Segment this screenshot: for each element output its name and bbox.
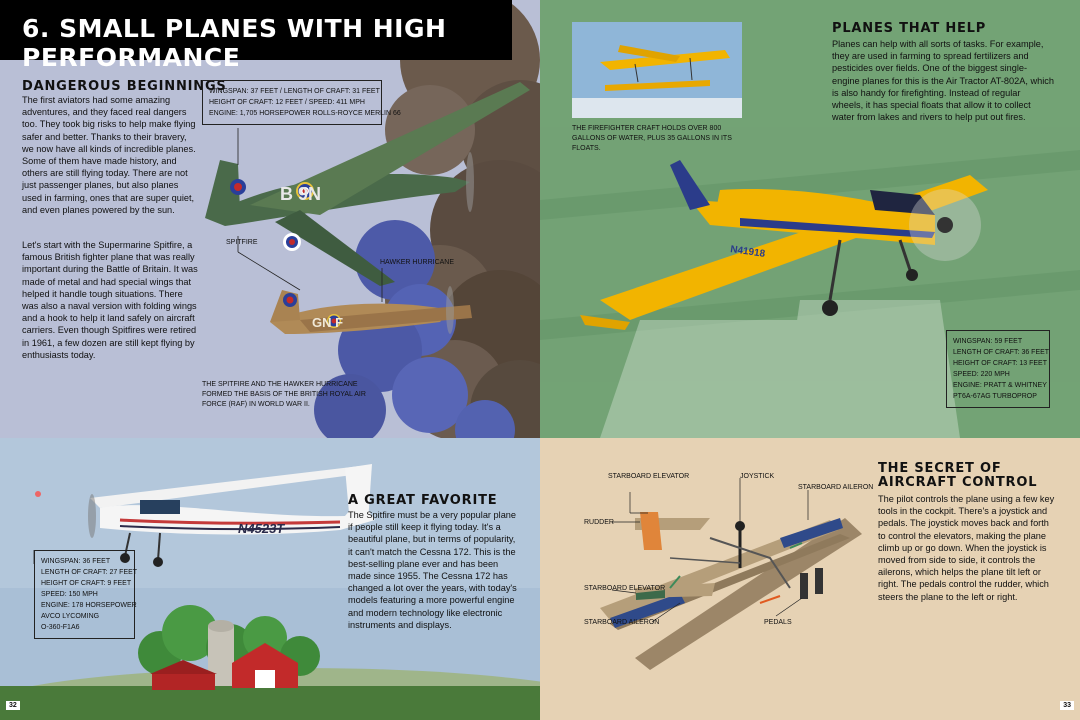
- spitfire-label: SPITFIRE: [226, 239, 258, 246]
- spec-line: HEIGHT OF CRAFT: 13 FEET: [953, 360, 1047, 367]
- firefighter-photo: [572, 22, 742, 118]
- page-number-left: 32: [6, 701, 20, 710]
- helper-body: Planes can help with all sorts of tasks.…: [832, 39, 1054, 123]
- hurricane-label: HAWKER HURRICANE: [380, 259, 455, 266]
- airtractor-plane: N41918: [580, 160, 988, 330]
- starboard-aileron-top-label: STARBOARD AILERON: [798, 484, 874, 491]
- cessna-spec-box: WINGSPAN: 36 FEET LENGTH OF CRAFT: 27 FE…: [34, 550, 138, 639]
- control-heading-line1: THE SECRET OF: [878, 461, 1002, 476]
- spitfire-section: B 9N GN F 6. SMALL PLANES WITH HIGH PERF…: [0, 0, 540, 438]
- cessna-plane: N4523T: [35, 464, 375, 567]
- spec-line: WINGSPAN: 36 FEET: [41, 558, 111, 565]
- control-body: The pilot controls the plane using a few…: [878, 494, 1055, 602]
- favorite-heading: A GREAT FAVORITE: [348, 493, 498, 508]
- spec-line: SPEED: 150 MPH: [41, 591, 98, 598]
- spec-line: ENGINE: 178 HORSEPOWER: [41, 602, 137, 609]
- cessna-code: N4523T: [238, 521, 285, 536]
- spec-line: HEIGHT OF CRAFT: 9 FEET: [41, 580, 132, 587]
- starboard-elevator-top-label: STARBOARD ELEVATOR: [608, 473, 690, 480]
- cessna-section: N4523T A GREAT FAVORITE The Spitfire mus…: [0, 438, 540, 720]
- spec-line: ENGINE: PRATT & WHITNEY: [953, 382, 1047, 389]
- spec-line: WINGSPAN: 59 FEET: [953, 338, 1023, 345]
- spec-line: O-360-F1A6: [41, 624, 80, 631]
- airtractor-code: N41918: [730, 244, 767, 260]
- control-heading: THE SECRET OF AIRCRAFT CONTROL: [878, 462, 1037, 490]
- spitfire-spec-box: WINGSPAN: 37 FEET / LENGTH OF CRAFT: 31 …: [202, 80, 401, 125]
- rudder-label: RUDDER: [584, 519, 614, 526]
- dangerous-heading: DANGEROUS BEGINNINGS: [22, 79, 227, 94]
- spec-line: AVCO LYCOMING: [41, 613, 100, 620]
- control-section: STARBOARD ELEVATOR JOYSTICK STARBOARD AI…: [540, 438, 1080, 720]
- spitfire-caption: THE SPITFIRE AND THE HAWKER HURRICANE FO…: [202, 381, 366, 408]
- spitfire-illustration: B 9N GN F: [205, 0, 540, 438]
- spec-line: ENGINE: 1,705 HORSEPOWER ROLLS-ROYCE MER…: [209, 110, 401, 117]
- cessna-illustration: N4523T: [0, 438, 540, 720]
- airtractor-illustration: N41918: [540, 0, 1080, 438]
- helper-planes-section: N41918 PLANES THAT HELP Planes can help …: [540, 0, 1080, 438]
- spray: [600, 300, 960, 438]
- spec-line: WINGSPAN: 37 FEET / LENGTH OF CRAFT: 31 …: [209, 88, 380, 95]
- control-heading-line2: AIRCRAFT CONTROL: [878, 475, 1038, 490]
- spec-line: LENGTH OF CRAFT: 27 FEET: [41, 569, 138, 576]
- control-diagram: [600, 478, 862, 670]
- spec-line: LENGTH OF CRAFT: 36 FEET: [953, 349, 1050, 356]
- spitfire-plane: B 9N: [205, 82, 530, 286]
- page-number-right: 33: [1060, 701, 1074, 710]
- starboard-elevator-bottom-label: STARBOARD ELEVATOR: [584, 585, 666, 592]
- page-title: 6. SMALL PLANES WITH HIGH PERFORMANCE: [0, 0, 512, 72]
- hurricane-code: GN F: [312, 315, 343, 330]
- firefighter-caption: THE FIREFIGHTER CRAFT HOLDS OVER 800 GAL…: [572, 125, 732, 152]
- airtractor-spec-box: WINGSPAN: 59 FEET LENGTH OF CRAFT: 36 FE…: [946, 330, 1050, 408]
- dangerous-body-2: Let's start with the Supermarine Spitfir…: [22, 240, 198, 360]
- helper-heading: PLANES THAT HELP: [832, 21, 987, 36]
- starboard-aileron-bottom-label: STARBOARD AILERON: [584, 619, 660, 626]
- spec-line: HEIGHT OF CRAFT: 12 FEET / SPEED: 411 MP…: [209, 99, 365, 106]
- pedals-label: PEDALS: [764, 619, 792, 626]
- spitfire-code: B 9N: [280, 184, 321, 204]
- storm-cloud: [314, 0, 540, 438]
- joystick-label: JOYSTICK: [740, 473, 775, 480]
- favorite-body: The Spitfire must be a very popular plan…: [348, 510, 517, 630]
- spec-line: PT6A-67AG TURBOPROP: [953, 393, 1037, 400]
- spec-line: SPEED: 220 MPH: [953, 371, 1010, 378]
- dangerous-body-1: The first aviators had some amazing adve…: [22, 95, 196, 215]
- hurricane-plane: GN F: [270, 286, 472, 334]
- barn: [150, 643, 298, 690]
